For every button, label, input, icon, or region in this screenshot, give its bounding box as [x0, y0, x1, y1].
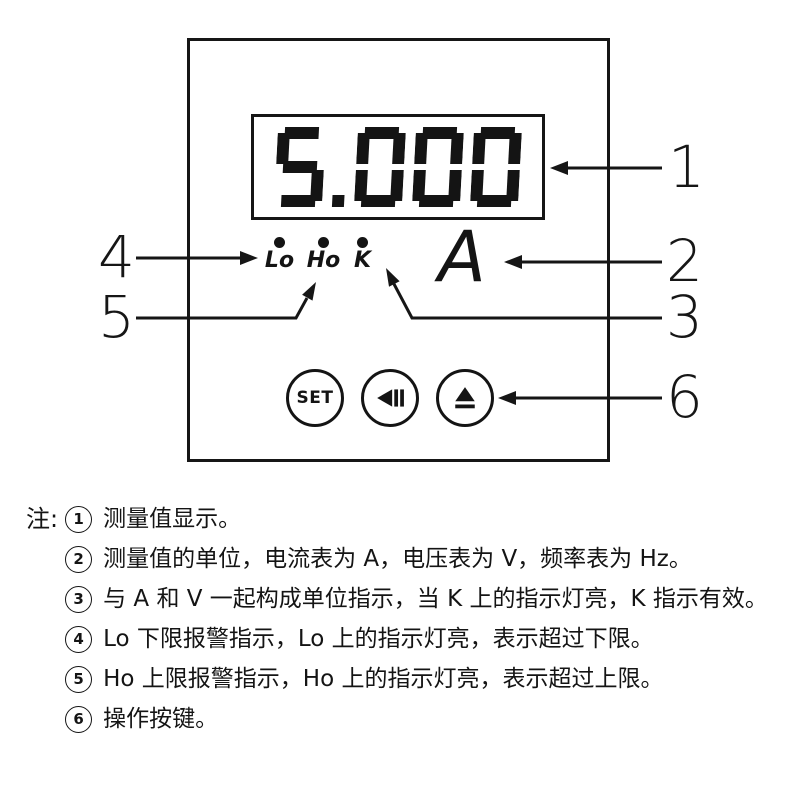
- callout-number-4: 4: [98, 223, 135, 291]
- set-button-label: SET: [296, 388, 334, 408]
- callout-number-1: 1: [668, 133, 705, 201]
- note-item: 3 与 A 和 V 一起构成单位指示，当 K 上的指示灯亮，K 指示有效。: [65, 584, 768, 614]
- lo-label: Lo: [264, 248, 295, 273]
- set-button[interactable]: SET: [286, 369, 344, 427]
- ho-label: Ho: [306, 248, 341, 273]
- note-number: 6: [65, 705, 93, 733]
- indicator-k: K: [349, 237, 376, 273]
- display-digit: [354, 127, 406, 207]
- display-digit: [470, 127, 522, 207]
- shift-left-button[interactable]: [361, 369, 419, 427]
- note-number: 5: [65, 665, 93, 693]
- callout-number-6: 6: [666, 363, 703, 431]
- k-led-icon: [357, 237, 368, 248]
- display-digits: [274, 127, 522, 207]
- note-item: 1 测量值显示。: [65, 504, 768, 534]
- indicator-ho: Ho: [305, 237, 342, 273]
- note-text: 测量值的单位，电流表为 A，电压表为 V，频率表为 Hz。: [103, 546, 692, 572]
- notes-prefix: 注:: [26, 505, 59, 533]
- callout-number-3: 3: [666, 283, 703, 351]
- up-triangle-bar-icon: [455, 387, 475, 409]
- notes-section: 注: 1 测量值显示。 2 测量值的单位，电流表为 A，电压表为 V，频率表为 …: [0, 482, 800, 734]
- unit-label: A: [438, 216, 486, 298]
- display-digit: [276, 127, 324, 207]
- display-digit: [412, 127, 464, 207]
- note-text: 与 A 和 V 一起构成单位指示，当 K 上的指示灯亮，K 指示有效。: [103, 586, 768, 612]
- device-diagram: Lo Ho K A SET: [98, 38, 705, 462]
- note-text: Ho 上限报警指示，Ho 上的指示灯亮，表示超过上限。: [103, 666, 664, 692]
- lo-led-icon: [274, 237, 285, 248]
- indicator-group: Lo Ho K: [261, 237, 376, 273]
- note-text: 操作按键。: [103, 706, 219, 732]
- callout-number-2: 2: [666, 227, 703, 295]
- k-label: K: [353, 248, 372, 273]
- note-text: 测量值显示。: [103, 506, 242, 532]
- measurement-display: [251, 114, 545, 220]
- note-item: 5 Ho 上限报警指示，Ho 上的指示灯亮，表示超过上限。: [65, 664, 768, 694]
- notes-list: 1 测量值显示。 2 测量值的单位，电流表为 A，电压表为 V，频率表为 Hz。…: [65, 504, 768, 734]
- note-item: 6 操作按键。: [65, 704, 768, 734]
- note-number: 4: [65, 625, 93, 653]
- indicator-lo: Lo: [261, 237, 298, 273]
- ho-led-icon: [318, 237, 329, 248]
- note-number: 1: [65, 505, 93, 533]
- increment-button[interactable]: [436, 369, 494, 427]
- note-item: 2 测量值的单位，电流表为 A，电压表为 V，频率表为 Hz。: [65, 544, 768, 574]
- note-item: 4 Lo 下限报警指示，Lo 上的指示灯亮，表示超过下限。: [65, 624, 768, 654]
- note-number: 2: [65, 545, 93, 573]
- left-triangle-bars-icon: [377, 389, 404, 407]
- display-decimal-point: [331, 195, 345, 207]
- callout-number-5: 5: [98, 283, 135, 351]
- note-number: 3: [65, 585, 93, 613]
- note-text: Lo 下限报警指示，Lo 上的指示灯亮，表示超过下限。: [103, 626, 654, 652]
